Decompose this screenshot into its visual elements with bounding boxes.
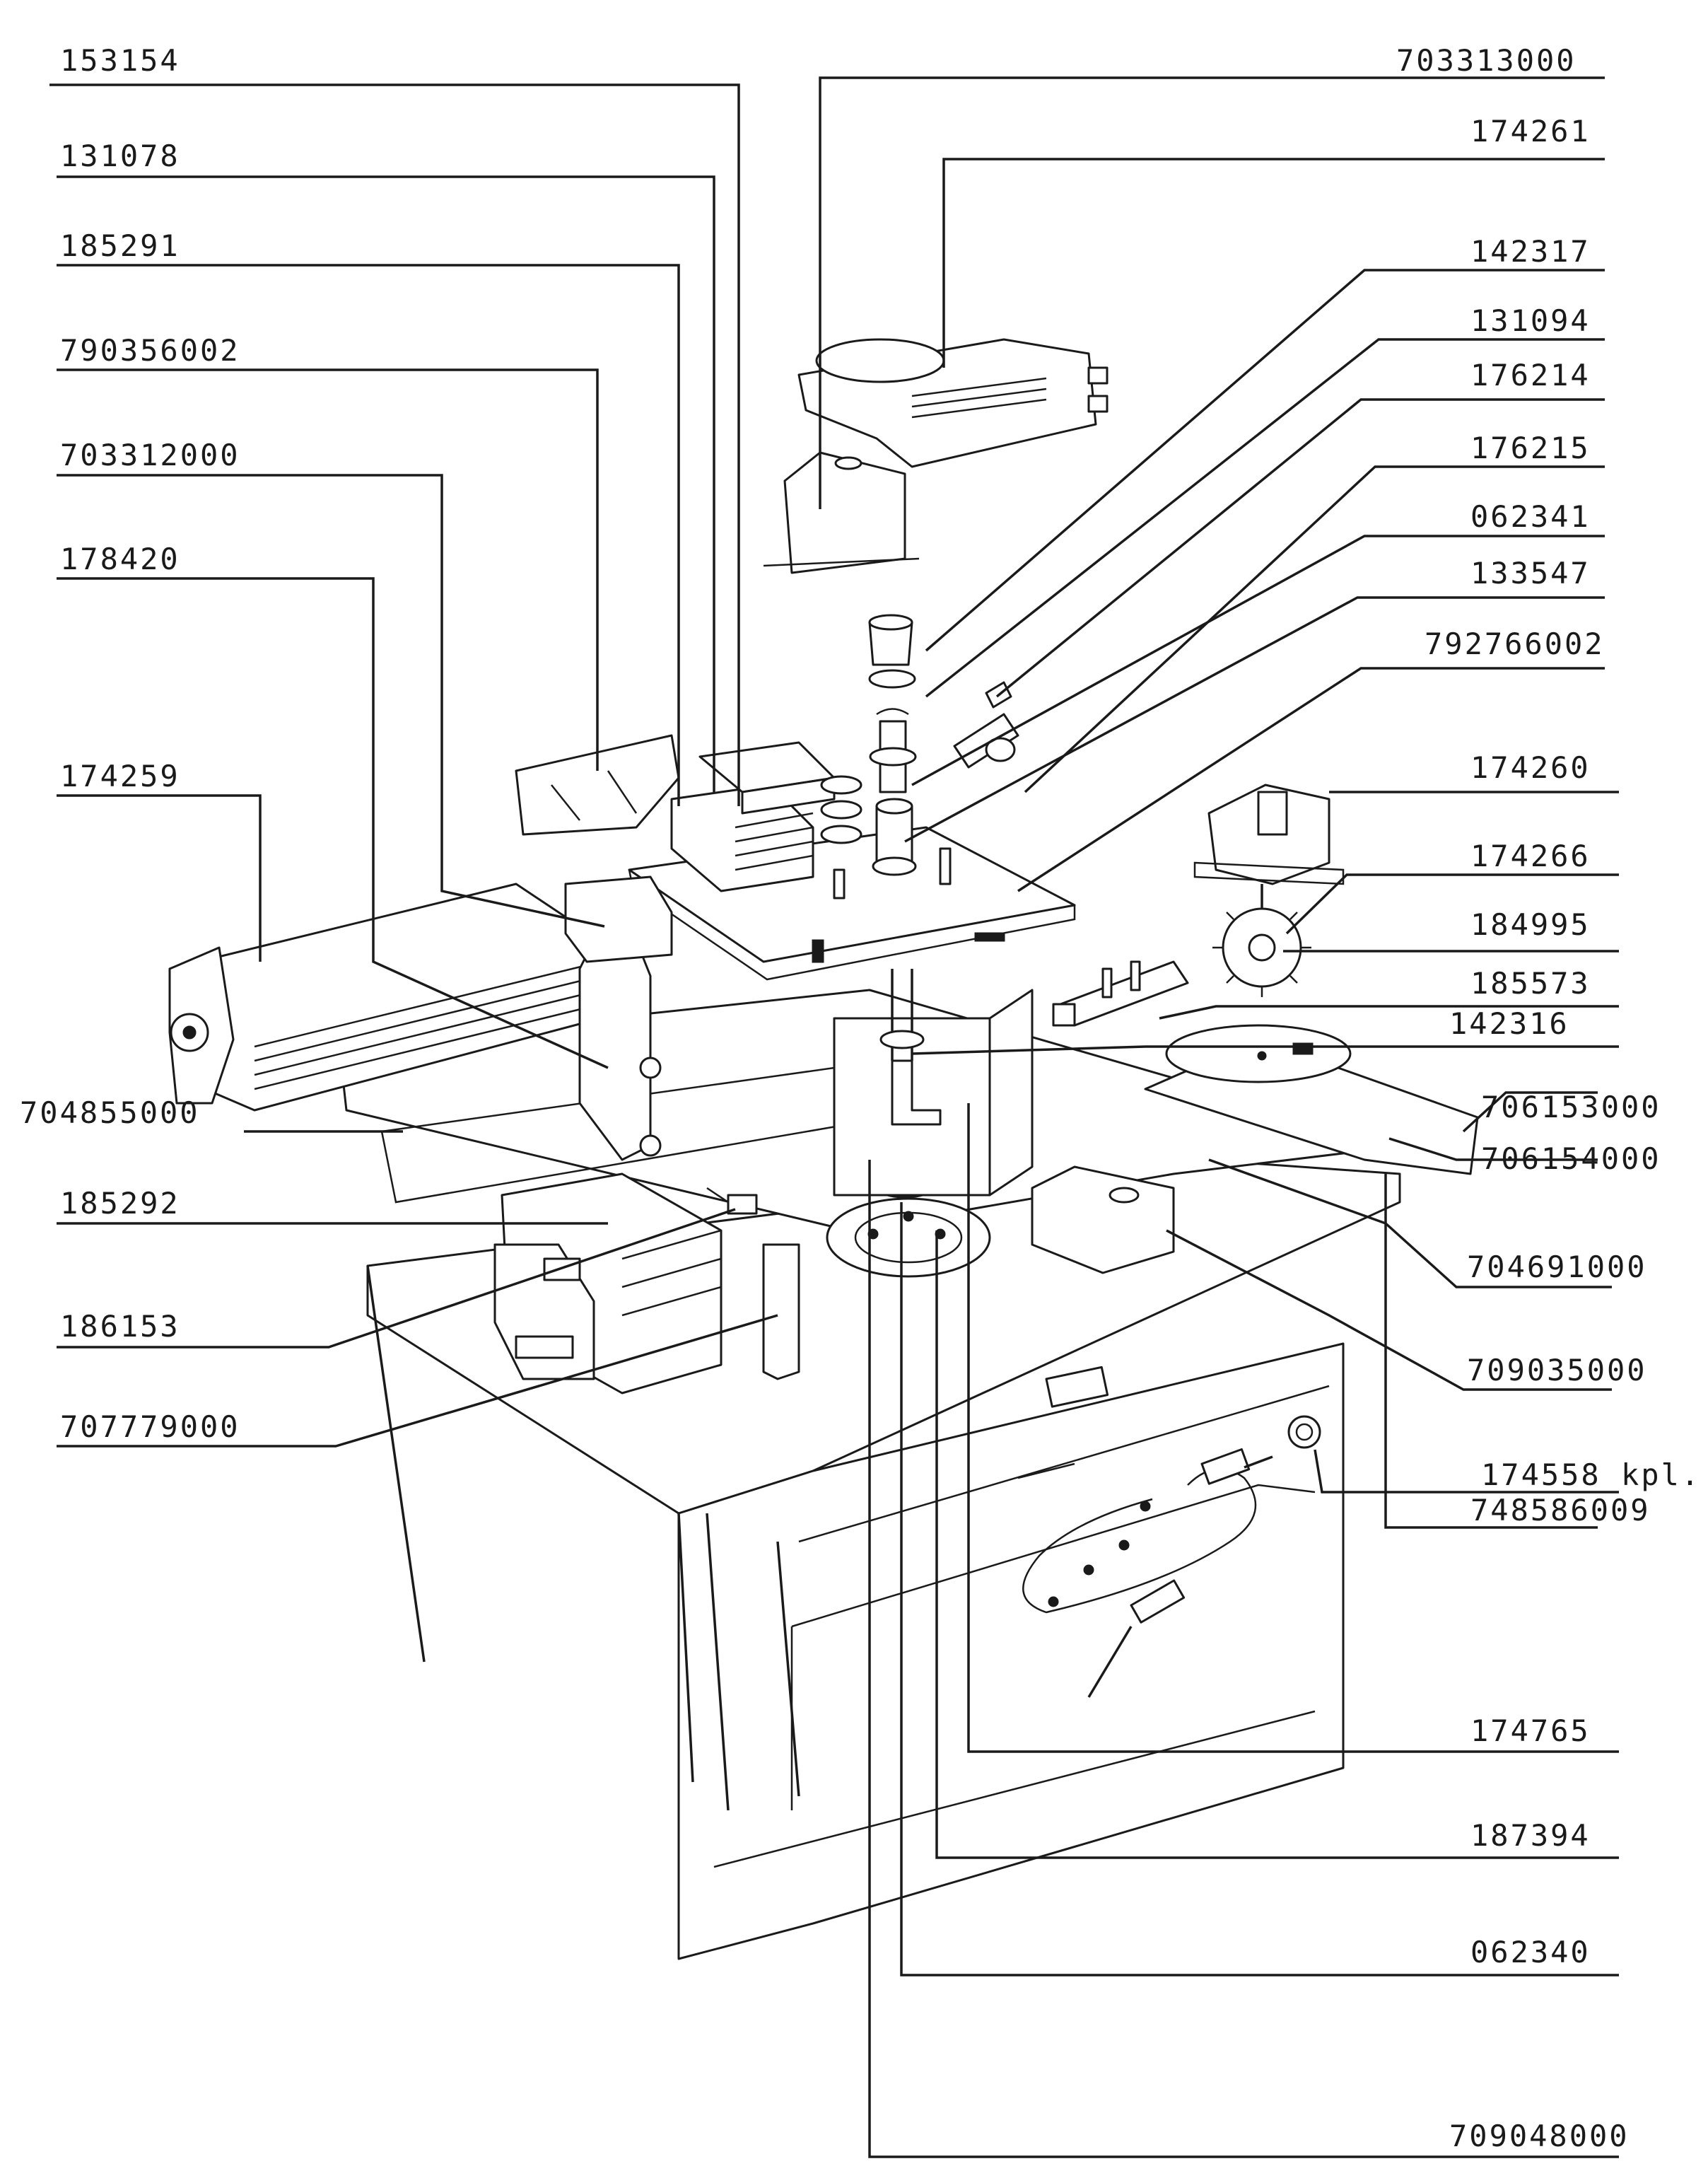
leader-153154 <box>49 83 740 806</box>
leader-176215 <box>1024 465 1605 793</box>
label-704855000: 704855000 <box>20 1095 200 1130</box>
label-176215: 176215 <box>1470 431 1591 465</box>
label-703312000: 703312000 <box>60 438 240 472</box>
leader-792766002 <box>1017 667 1605 892</box>
leader-706153000 <box>1462 1091 1598 1133</box>
label-703313000: 703313000 <box>1396 43 1577 78</box>
leader-174261 <box>942 158 1605 368</box>
leader-062340 <box>900 1202 1619 1977</box>
leader-178420 <box>57 577 609 1069</box>
label-176214: 176214 <box>1470 358 1591 392</box>
label-174765: 174765 <box>1470 1713 1591 1748</box>
label-185292: 185292 <box>60 1186 180 1221</box>
label-133547: 133547 <box>1470 556 1591 590</box>
label-174260: 174260 <box>1470 750 1591 785</box>
leader-748586009 <box>1384 1174 1598 1529</box>
label-709048000: 709048000 <box>1449 2119 1630 2153</box>
leader-185573 <box>1159 1005 1619 1020</box>
label-131094: 131094 <box>1470 303 1591 338</box>
leader-131094 <box>925 338 1605 698</box>
leader-706154000 <box>1388 1137 1598 1161</box>
label-174261: 174261 <box>1470 114 1591 149</box>
label-185573: 185573 <box>1470 966 1591 1001</box>
label-174259: 174259 <box>60 759 180 793</box>
label-174266: 174266 <box>1470 839 1591 873</box>
label-706154000: 706154000 <box>1481 1141 1661 1176</box>
label-792766002: 792766002 <box>1425 627 1605 661</box>
leader-174266 <box>1285 873 1619 935</box>
probe-cable <box>1022 1467 1257 1614</box>
label-174558-kpl: 174558 kpl. <box>1481 1457 1701 1492</box>
label-748586009: 748586009 <box>1470 1493 1651 1527</box>
leader-187394 <box>935 1230 1619 1859</box>
cabinet-front-panel <box>677 1342 1345 1960</box>
label-187394: 187394 <box>1470 1818 1591 1853</box>
label-706153000: 706153000 <box>1481 1090 1661 1124</box>
leader-176214 <box>995 398 1605 698</box>
label-062340: 062340 <box>1470 1935 1591 1969</box>
appliance-drawing <box>168 338 1479 1960</box>
leader-133547 <box>904 596 1605 843</box>
leader-lines <box>49 76 1619 2158</box>
leader-707779000 <box>57 1314 778 1448</box>
leader-186153 <box>57 1208 736 1349</box>
part-labels: 153154 131078 185291 790356002 703312000… <box>20 43 1701 2153</box>
label-062341: 062341 <box>1470 499 1591 534</box>
leader-142317 <box>925 269 1605 652</box>
label-704691000: 704691000 <box>1467 1250 1647 1284</box>
leader-703312000 <box>57 474 605 928</box>
label-186153: 186153 <box>60 1309 180 1344</box>
leader-709035000 <box>1166 1229 1612 1391</box>
label-185291: 185291 <box>60 228 180 263</box>
leader-174259 <box>57 794 262 962</box>
label-142316: 142316 <box>1449 1006 1569 1041</box>
leader-062341 <box>911 535 1605 786</box>
leader-703313000 <box>819 76 1605 509</box>
label-184995: 184995 <box>1470 907 1591 942</box>
leader-709048000 <box>868 1160 1619 2158</box>
label-153154: 153154 <box>60 43 180 78</box>
leader-790356002 <box>57 368 599 771</box>
label-131078: 131078 <box>60 139 180 173</box>
leader-704691000 <box>1208 1158 1612 1288</box>
label-142317: 142317 <box>1470 234 1591 269</box>
leader-185291 <box>57 264 680 806</box>
label-790356002: 790356002 <box>60 333 240 368</box>
label-178420: 178420 <box>60 542 180 576</box>
leader-131078 <box>57 175 715 792</box>
leader-174558 <box>1314 1449 1619 1494</box>
label-709035000: 709035000 <box>1467 1353 1647 1387</box>
leader-174765 <box>967 1103 1619 1753</box>
label-707779000: 707779000 <box>60 1409 240 1444</box>
leader-142316 <box>911 1045 1619 1055</box>
